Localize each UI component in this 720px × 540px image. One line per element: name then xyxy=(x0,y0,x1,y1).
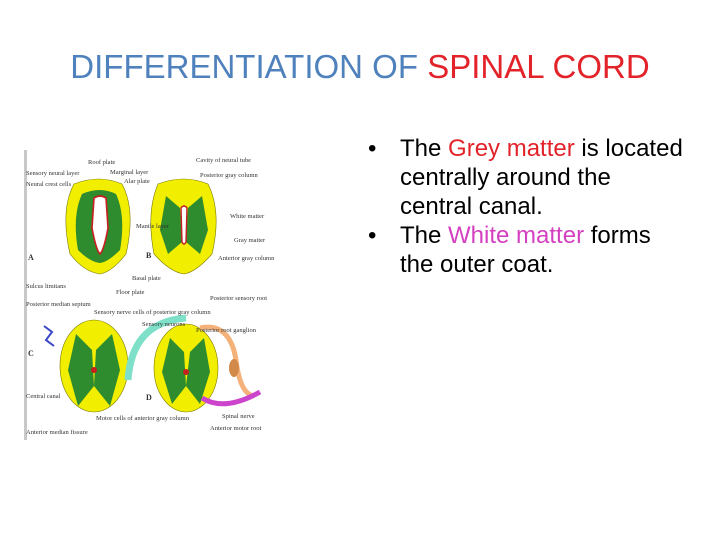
bullet-1-post: is located centrally around the central … xyxy=(400,135,683,220)
label-gray-matter: Gray matter xyxy=(234,237,266,244)
label-roof-plate: Roof plate xyxy=(88,159,115,166)
bullet-list: The Grey matter is located centrally aro… xyxy=(368,134,688,279)
panel-d-gray-left xyxy=(162,338,186,404)
panel-d-sensory-neuron-path xyxy=(124,314,187,381)
label-white-matter: White matter xyxy=(230,213,265,220)
label-basal-plate: Basal plate xyxy=(132,275,161,282)
title-part-red: SPINAL CORD xyxy=(427,48,650,85)
label-anterior-median-fissure: Anterior median fissure xyxy=(26,429,88,436)
panel-c-gray-right xyxy=(94,334,120,406)
panel-c-central-canal xyxy=(91,367,97,373)
label-posterior-root-ganglion: Posterior root ganglion xyxy=(196,327,257,334)
label-sensory-nerve-cells: Sensory nerve cells of posterior gray co… xyxy=(94,309,211,316)
label-central-canal: Central canal xyxy=(26,393,61,400)
bullet-1-highlight: Grey matter xyxy=(448,135,575,162)
label-marginal-layer: Marginal layer xyxy=(110,169,149,176)
label-cavity-neural-tube: Cavity of neural tube xyxy=(196,157,251,164)
label-letter-b: B xyxy=(146,251,152,260)
panel-d-anterior-root xyxy=(200,389,262,407)
title-part-blue: DIFFERENTIATION OF xyxy=(70,48,428,85)
panel-c-gray-left xyxy=(68,334,94,406)
panel-d xyxy=(124,314,262,413)
bullet-grey-matter: The Grey matter is located centrally aro… xyxy=(368,134,688,221)
label-letter-d: D xyxy=(146,393,152,402)
label-neural-crest-cells: Neural crest cells xyxy=(26,181,72,188)
label-posterior-median-septum: Posterior median septum xyxy=(26,301,91,308)
label-alar-plate: Alar plate xyxy=(124,178,150,185)
label-letter-c: C xyxy=(28,349,34,358)
label-motor-cells: Motor cells of anterior gray column xyxy=(96,415,190,422)
panel-d-root-ganglion xyxy=(229,359,239,377)
spinal-cord-diagram: Sensory neural layer Neural crest cells … xyxy=(24,150,276,440)
label-posterior-sensory-root: Posterior sensory root xyxy=(210,295,267,302)
label-sensory-neurons: Sensory neurons xyxy=(142,321,186,328)
panel-a-neural-canal xyxy=(91,195,109,256)
label-anterior-gray-column: Anterior gray column xyxy=(218,255,275,262)
panel-b-canal xyxy=(180,205,188,245)
panel-d-central-canal xyxy=(183,369,189,375)
label-floor-plate: Floor plate xyxy=(116,289,144,296)
label-letter-a: A xyxy=(28,253,34,262)
bullet-2-pre: The xyxy=(400,222,449,249)
label-sensory-neural-layer: Sensory neural layer xyxy=(26,170,80,177)
bullet-white-matter: The White matter forms the outer coat. xyxy=(368,221,688,279)
panel-b-gray-left xyxy=(160,196,182,254)
panel-b-gray-right xyxy=(186,196,208,254)
panel-d-gray-right xyxy=(186,338,210,404)
label-spinal-nerve: Spinal nerve xyxy=(222,413,255,420)
label-mantle-layer: Mantle layer xyxy=(136,223,170,230)
label-sulcus-limitans: Sulcus limitans xyxy=(26,283,66,290)
diagram-edge xyxy=(24,150,27,440)
slide-title: DIFFERENTIATION OF SPINAL CORD xyxy=(0,48,720,86)
panel-c-neurons xyxy=(43,325,55,347)
label-anterior-motor-root: Anterior motor root xyxy=(210,425,261,432)
spinal-cord-diagram-svg: Sensory neural layer Neural crest cells … xyxy=(24,150,276,440)
label-posterior-gray-column: Posterior gray column xyxy=(200,172,259,179)
panel-b xyxy=(150,178,217,275)
panel-c xyxy=(43,319,129,413)
bullet-2-post: forms the outer coat. xyxy=(400,222,651,278)
panel-a xyxy=(65,178,131,275)
bullet-2-highlight: White matter xyxy=(448,222,585,249)
bullet-1-pre: The xyxy=(400,135,449,162)
